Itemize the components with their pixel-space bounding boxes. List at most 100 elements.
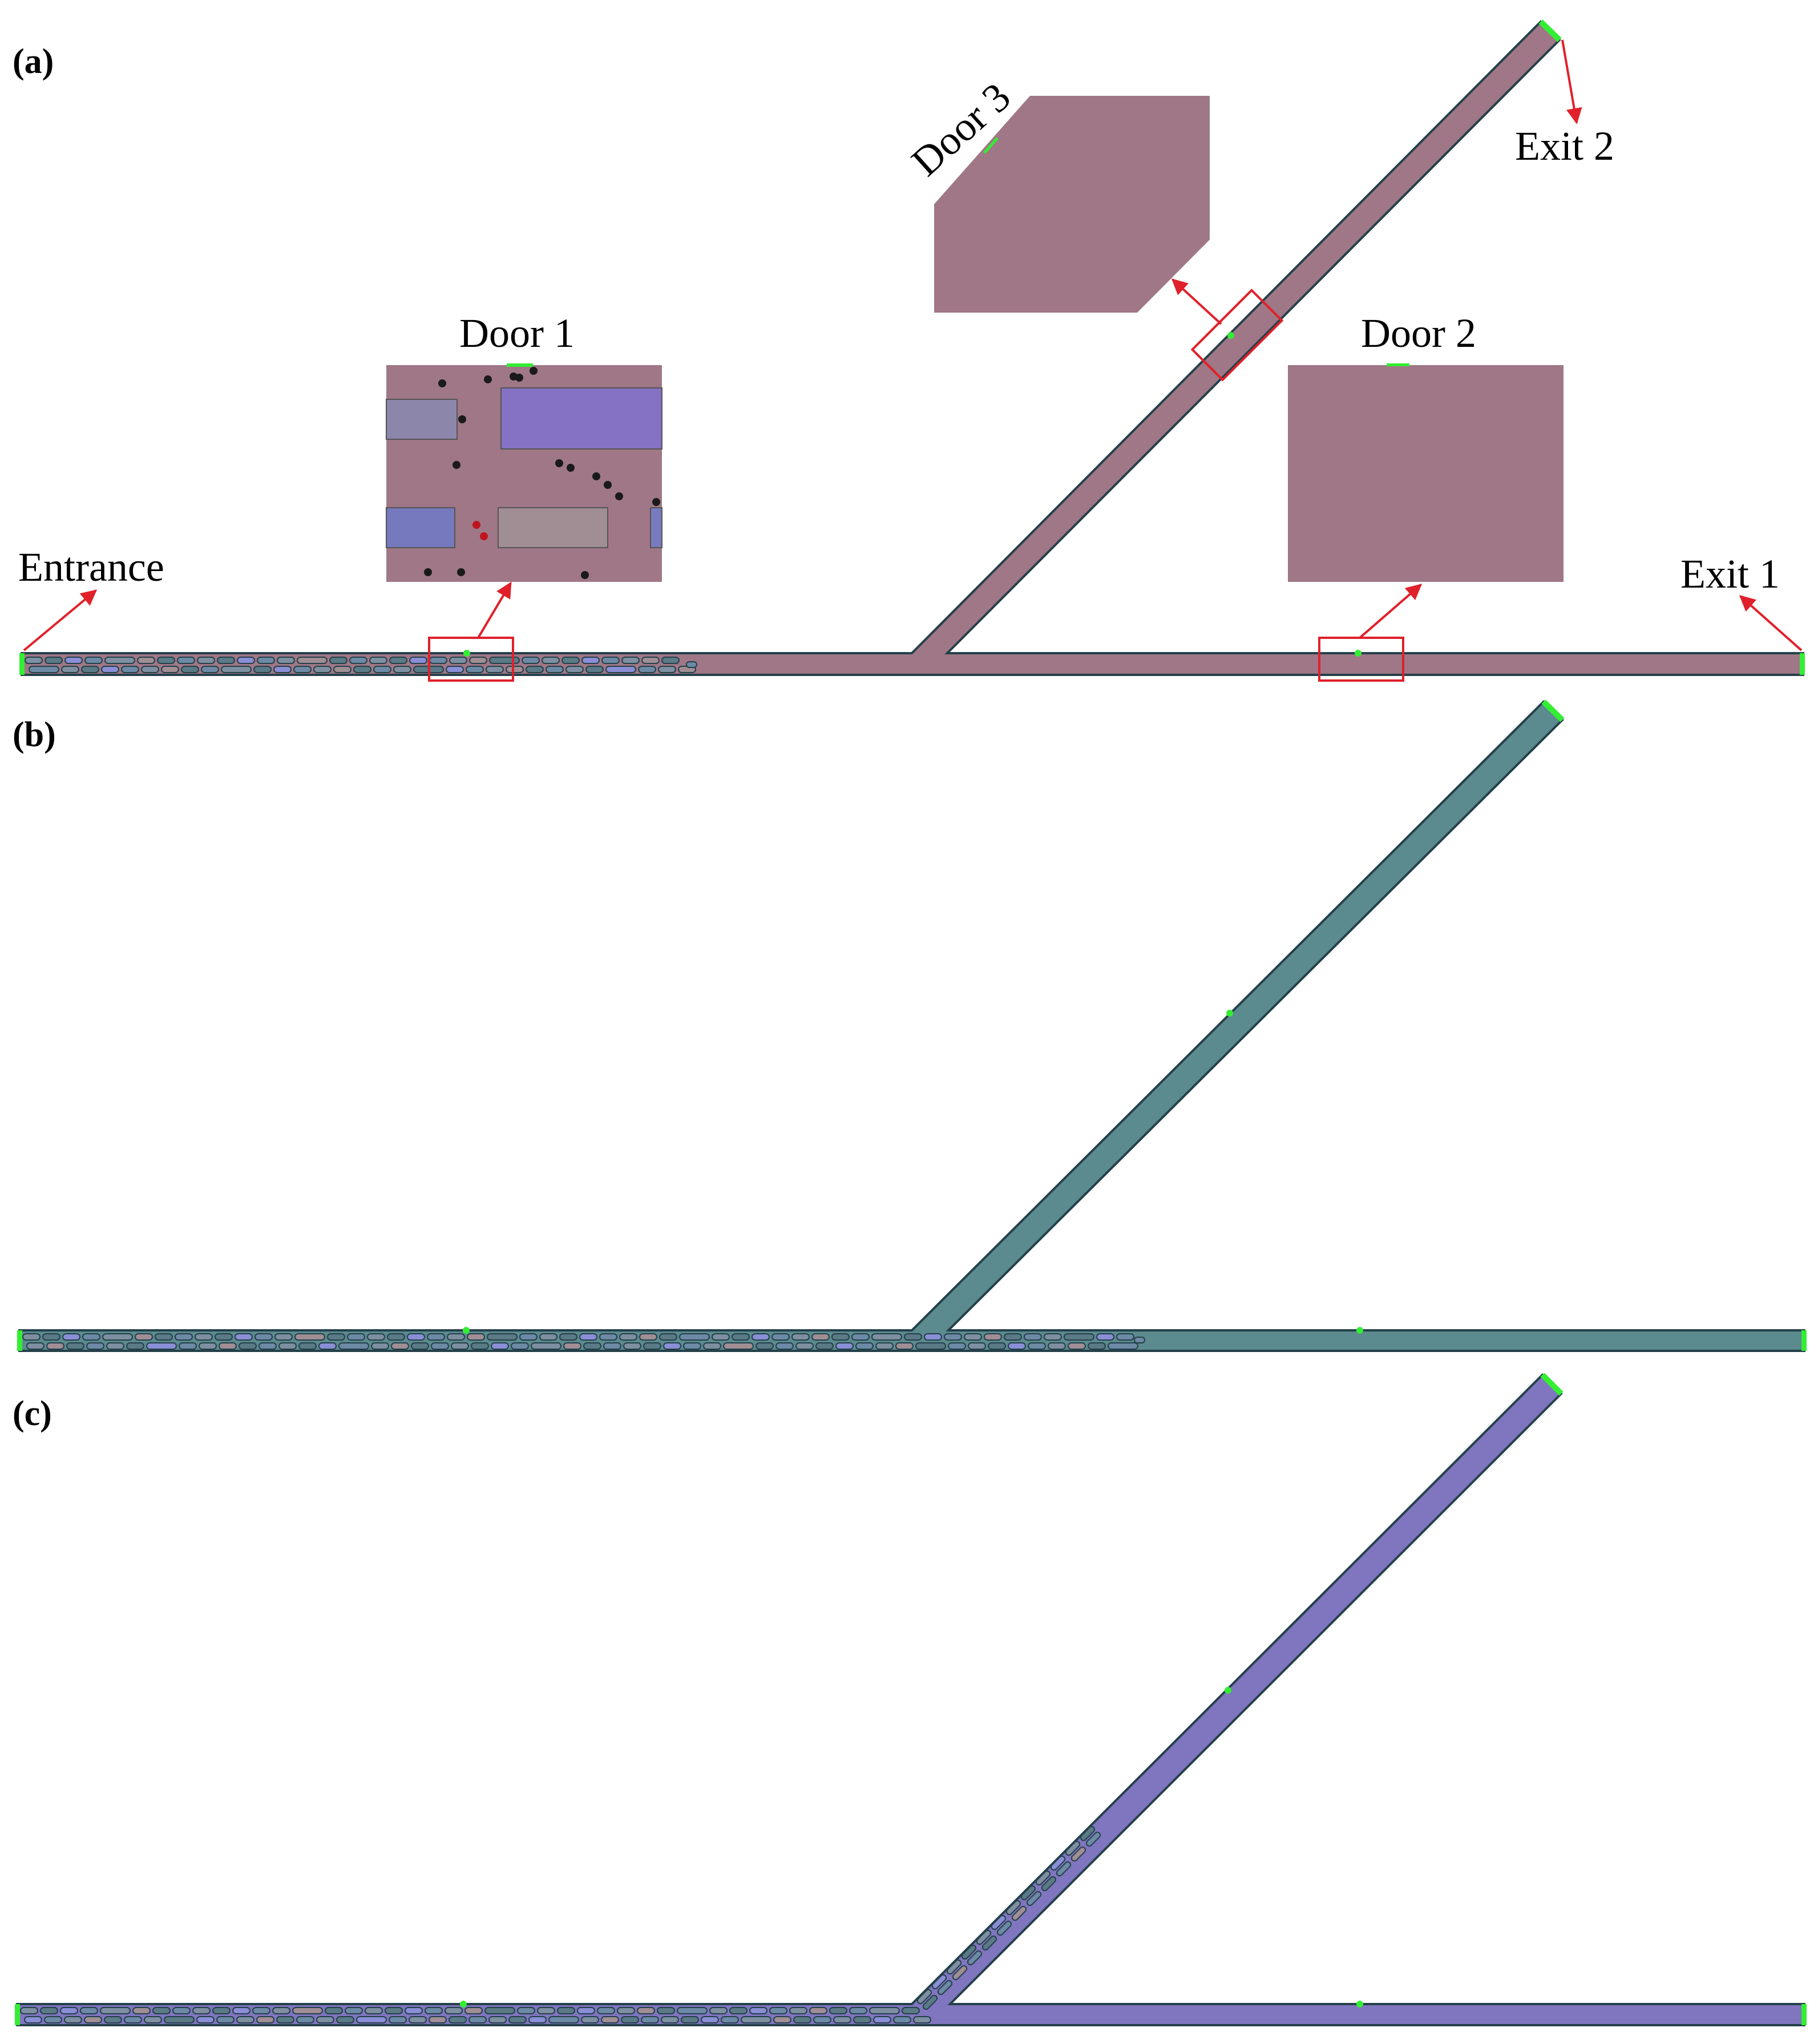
pedestrian: [811, 1333, 830, 1341]
pedestrian: [681, 2016, 699, 2023]
pedestrian: [316, 2016, 334, 2023]
pedestrian: [487, 1333, 518, 1341]
pedestrian: [597, 2007, 615, 2014]
pedestrian: [1020, 1885, 1036, 1901]
pedestrian: [1070, 1846, 1086, 1862]
pedestrian: [389, 2016, 407, 2023]
pedestrian: [102, 1333, 133, 1341]
panel-b-exit1-marker: [1801, 1330, 1807, 1351]
pedestrian: [345, 2007, 363, 2014]
pedestrian: [274, 1333, 293, 1341]
pedestrian: [86, 1342, 104, 1350]
pedestrian: [60, 2007, 78, 2014]
pedestrian: [135, 1333, 153, 1341]
inset-pedestrians: [424, 367, 660, 579]
pedestrian: [548, 2016, 579, 2023]
pedestrian: [22, 1333, 41, 1341]
pedestrian: [599, 1333, 617, 1341]
pedestrian: [446, 666, 464, 673]
pedestrian: [298, 1342, 317, 1350]
door1-highlight-box: [428, 637, 514, 682]
pedestrian: [391, 1342, 409, 1350]
pedestrian: [639, 1333, 657, 1341]
pedestrian: [703, 1342, 721, 1350]
pedestrian: [164, 2016, 195, 2023]
exit1-arrow: [1739, 595, 1803, 651]
pedestrian: [961, 1944, 977, 1960]
pedestrian: [365, 2007, 383, 2014]
pedestrian: [1041, 1876, 1057, 1892]
panel-a-corridor: [21, 20, 1804, 676]
pedestrian: [484, 375, 492, 383]
panel-c-door3-marker: [1225, 1687, 1231, 1694]
pedestrian: [585, 666, 604, 673]
pedestrian: [658, 666, 676, 673]
pedestrian: [561, 657, 580, 664]
pedestrian: [659, 1333, 677, 1341]
pedestrian: [679, 1333, 710, 1341]
pedestrian: [964, 1333, 982, 1341]
door3-highlight-box: [1190, 288, 1284, 382]
pedestrian: [721, 2016, 739, 2023]
pedestrian: [968, 1342, 986, 1350]
pedestrian: [293, 666, 312, 673]
pedestrian: [617, 2007, 635, 2014]
panel-c: (c): [13, 1373, 1807, 2026]
pedestrian: [769, 2007, 787, 2014]
pedestrian: [195, 1333, 213, 1341]
pedestrian: [546, 666, 564, 673]
pedestrian: [855, 1342, 874, 1350]
pedestrian: [604, 481, 612, 489]
inset-bench: [386, 399, 458, 440]
pedestrian: [976, 1929, 992, 1945]
pedestrian: [1096, 1333, 1114, 1341]
pedestrian: [871, 1333, 902, 1341]
pedestrian: [1108, 1342, 1138, 1350]
pedestrian: [468, 2016, 487, 2023]
pedestrian: [64, 657, 83, 664]
pedestrian: [539, 1333, 557, 1341]
pedestrian: [895, 1342, 914, 1350]
pedestrian: [277, 657, 295, 664]
pedestrian: [336, 2016, 354, 2023]
pedestrian: [869, 2007, 900, 2014]
pedestrian: [253, 666, 272, 673]
pedestrian: [531, 1342, 561, 1350]
pedestrian: [775, 1342, 794, 1350]
pedestrian: [327, 1333, 345, 1341]
pedestrian: [338, 1342, 369, 1350]
pedestrian: [199, 1342, 217, 1350]
panel-c-label: (c): [13, 1394, 52, 1433]
pedestrian: [511, 1342, 529, 1350]
pedestrian: [621, 657, 640, 664]
pedestrian: [623, 1342, 641, 1350]
pedestrian: [789, 2007, 807, 2014]
pedestrian: [853, 2016, 871, 2023]
pedestrian: [132, 2007, 151, 2014]
pedestrian: [325, 2007, 343, 2014]
pedestrian: [472, 521, 480, 529]
pedestrian: [944, 1333, 962, 1341]
pedestrian: [756, 1342, 774, 1350]
pedestrian: [431, 1342, 449, 1350]
pedestrian: [741, 2016, 771, 2023]
pedestrian: [913, 2016, 931, 2023]
exit2-label: Exit 2: [1515, 123, 1614, 169]
pedestrian: [809, 2007, 827, 2014]
exit2-arrow: [1561, 39, 1582, 124]
pedestrian: [601, 2016, 619, 2023]
pedestrian: [177, 657, 195, 664]
pedestrian: [40, 2007, 58, 2014]
pedestrian: [137, 657, 155, 664]
door2-inset-door: [1387, 363, 1409, 366]
panel-a: (a) Door 1 Doo: [13, 19, 1805, 682]
pedestrian: [236, 2016, 254, 2023]
pedestrian: [835, 1342, 854, 1350]
panel-c-exit2-marker: [1540, 1373, 1564, 1396]
pedestrian: [353, 666, 371, 673]
pedestrian: [84, 2016, 102, 2023]
pedestrian: [526, 666, 544, 673]
pedestrian: [157, 657, 175, 664]
pedestrian: [239, 1342, 257, 1350]
panel-b-label: (b): [13, 715, 56, 754]
